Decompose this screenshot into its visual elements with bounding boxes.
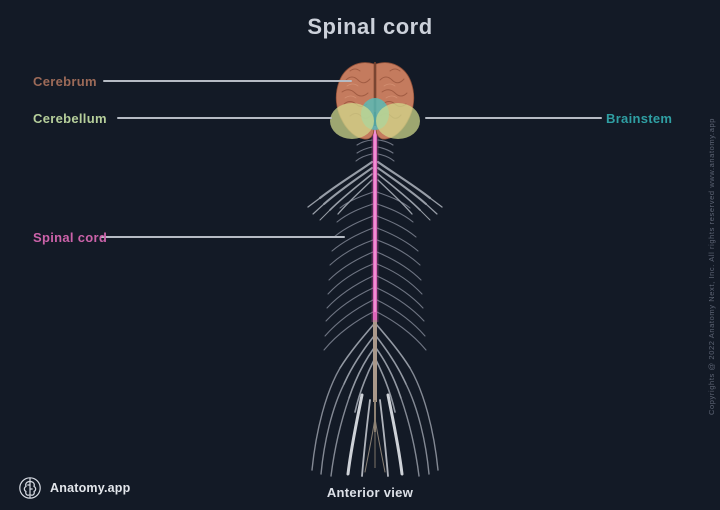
spinal-cord-leader-line [100,236,345,238]
label-brainstem[interactable]: Brainstem [606,111,673,126]
cerebrum-leader-line [103,80,352,82]
page-title: Spinal cord [307,14,433,39]
brand-name: Anatomy.app [50,481,131,495]
brainstem-leader-line [425,117,602,119]
view-caption: Anterior view [326,485,414,500]
label-spinal-cord[interactable]: Spinal cord [33,230,108,245]
cerebellum-leader-line [117,117,332,119]
cerebellum-shape[interactable] [330,103,420,139]
label-cerebellum[interactable]: Cerebellum [33,111,107,126]
copyright-watermark: Copyrights @ 2022 Anatomy Next, Inc. All… [707,117,716,415]
brain-logo-icon [19,477,41,499]
label-cerebrum[interactable]: Cerebrum [33,74,97,89]
brand-logo[interactable]: Anatomy.app [18,476,130,500]
